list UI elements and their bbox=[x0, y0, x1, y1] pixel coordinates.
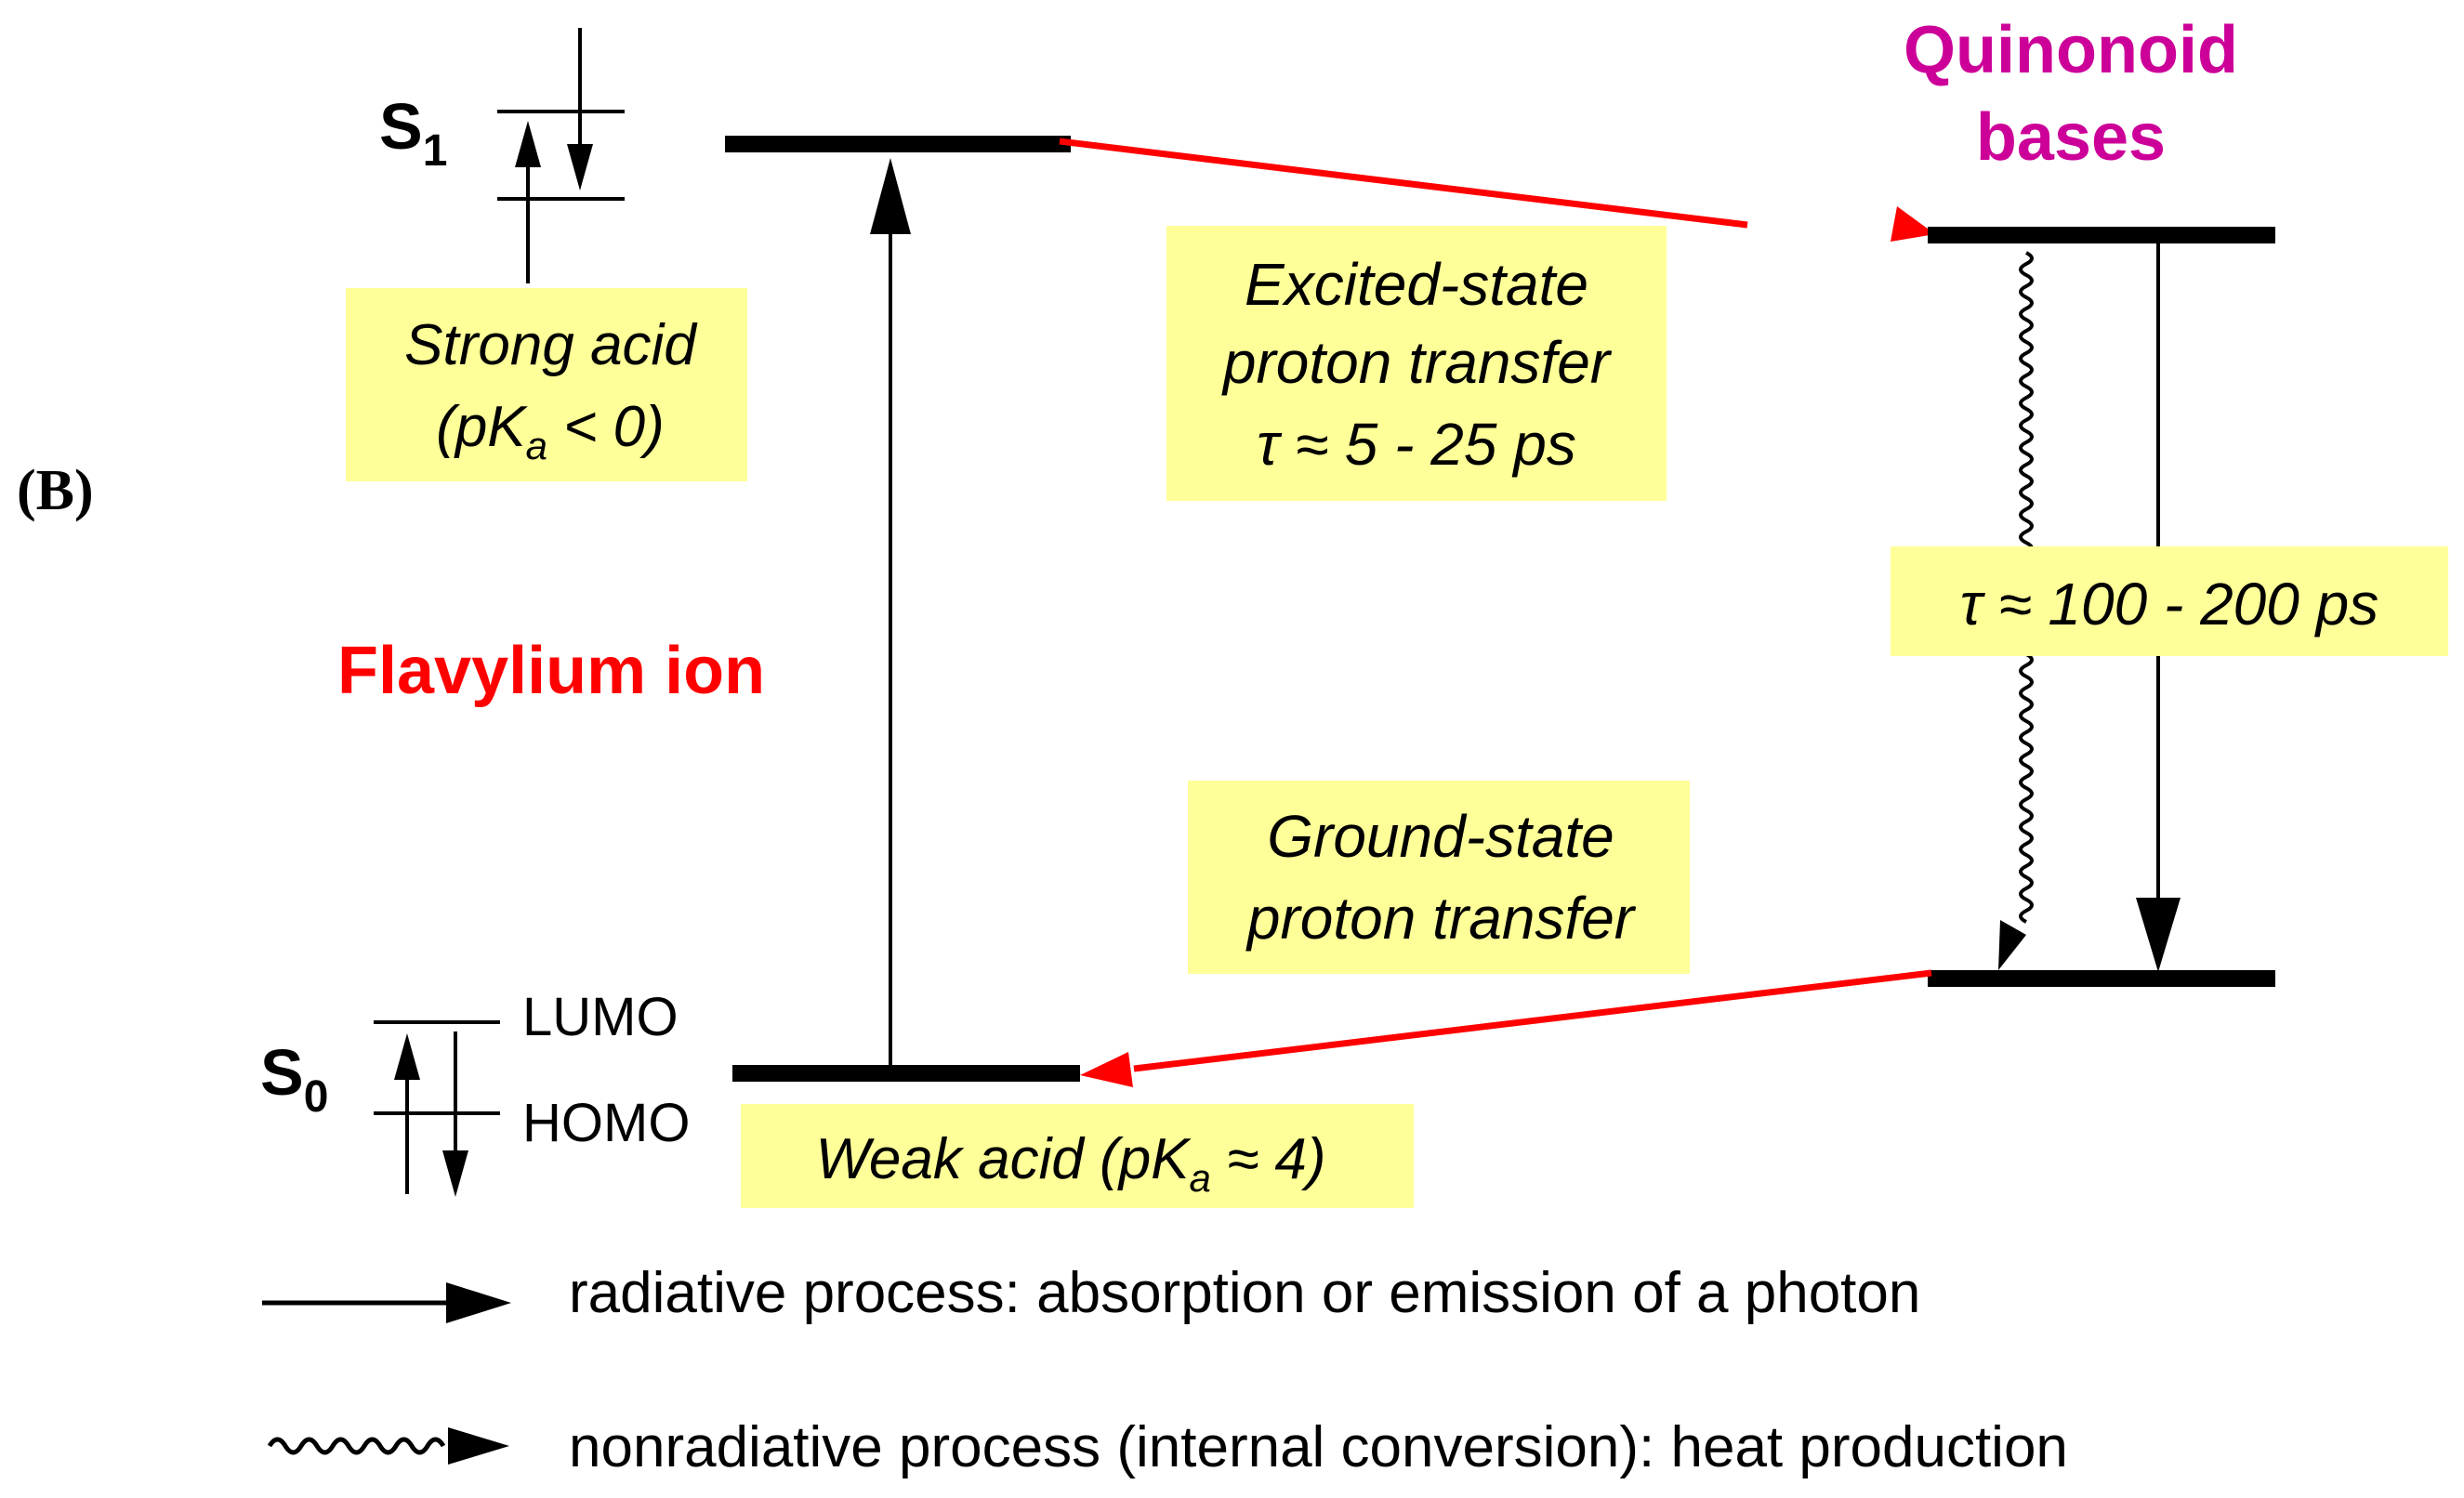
lumo-label: LUMO bbox=[522, 987, 679, 1047]
legend-radiative-arrow bbox=[262, 1282, 511, 1323]
s1-label: S1 bbox=[379, 90, 447, 176]
quinonoid-title-line2: bases bbox=[1976, 100, 2166, 175]
strong-acid-line2: (pKa < 0) bbox=[436, 395, 665, 467]
strong-acid-box bbox=[346, 288, 747, 481]
excited-transfer-box bbox=[1166, 226, 1667, 501]
excited-transfer-line2: proton transfer bbox=[1221, 329, 1613, 396]
s1-electron-up-arrow bbox=[515, 121, 541, 283]
legend-nonradiative-arrowhead bbox=[448, 1427, 509, 1465]
quinonoid-title-line1: Quinonoid bbox=[1904, 13, 2238, 87]
weak-acid-label: Weak acid (pKa ≈ 4) bbox=[816, 1127, 1326, 1200]
flavylium-ion-title: Flavylium ion bbox=[337, 634, 765, 708]
ground-transfer-line1: Ground-state bbox=[1267, 803, 1614, 870]
excited-transfer-lifetime: τ ≈ 5 - 25 ps bbox=[1257, 411, 1576, 478]
panel-label: (B) bbox=[17, 459, 94, 522]
s0-electron-up-arrow bbox=[394, 1033, 420, 1194]
s0-electron-down-arrow bbox=[442, 1032, 468, 1197]
legend-nonradiative-arrow bbox=[267, 1437, 446, 1455]
nonradiative-decay-arrowhead bbox=[1998, 920, 2026, 970]
weak-acid-box bbox=[741, 1104, 1414, 1208]
excited-state-transfer-arrow bbox=[1059, 138, 1935, 242]
quinonoid-lifetime-box bbox=[1891, 546, 2448, 656]
excited-transfer-line1: Excited-state bbox=[1245, 251, 1588, 318]
ground-state-transfer-arrow bbox=[1080, 969, 1932, 1087]
quinonoid-lifetime-label: τ ≈ 100 - 200 ps bbox=[1960, 571, 2378, 637]
s1-electron-down-arrow bbox=[567, 28, 593, 191]
s0-label: S0 bbox=[260, 1036, 328, 1122]
absorption-arrow bbox=[870, 158, 911, 1071]
homo-label: HOMO bbox=[522, 1093, 690, 1153]
legend-nonradiative-label: nonradiative process (internal conversio… bbox=[569, 1415, 2068, 1479]
legend-radiative-label: radiative process: absorption or emissio… bbox=[569, 1261, 1920, 1325]
ground-transfer-line2: proton transfer bbox=[1245, 885, 1637, 952]
strong-acid-line1: Strong acid bbox=[404, 313, 698, 377]
ground-transfer-box bbox=[1188, 781, 1690, 974]
